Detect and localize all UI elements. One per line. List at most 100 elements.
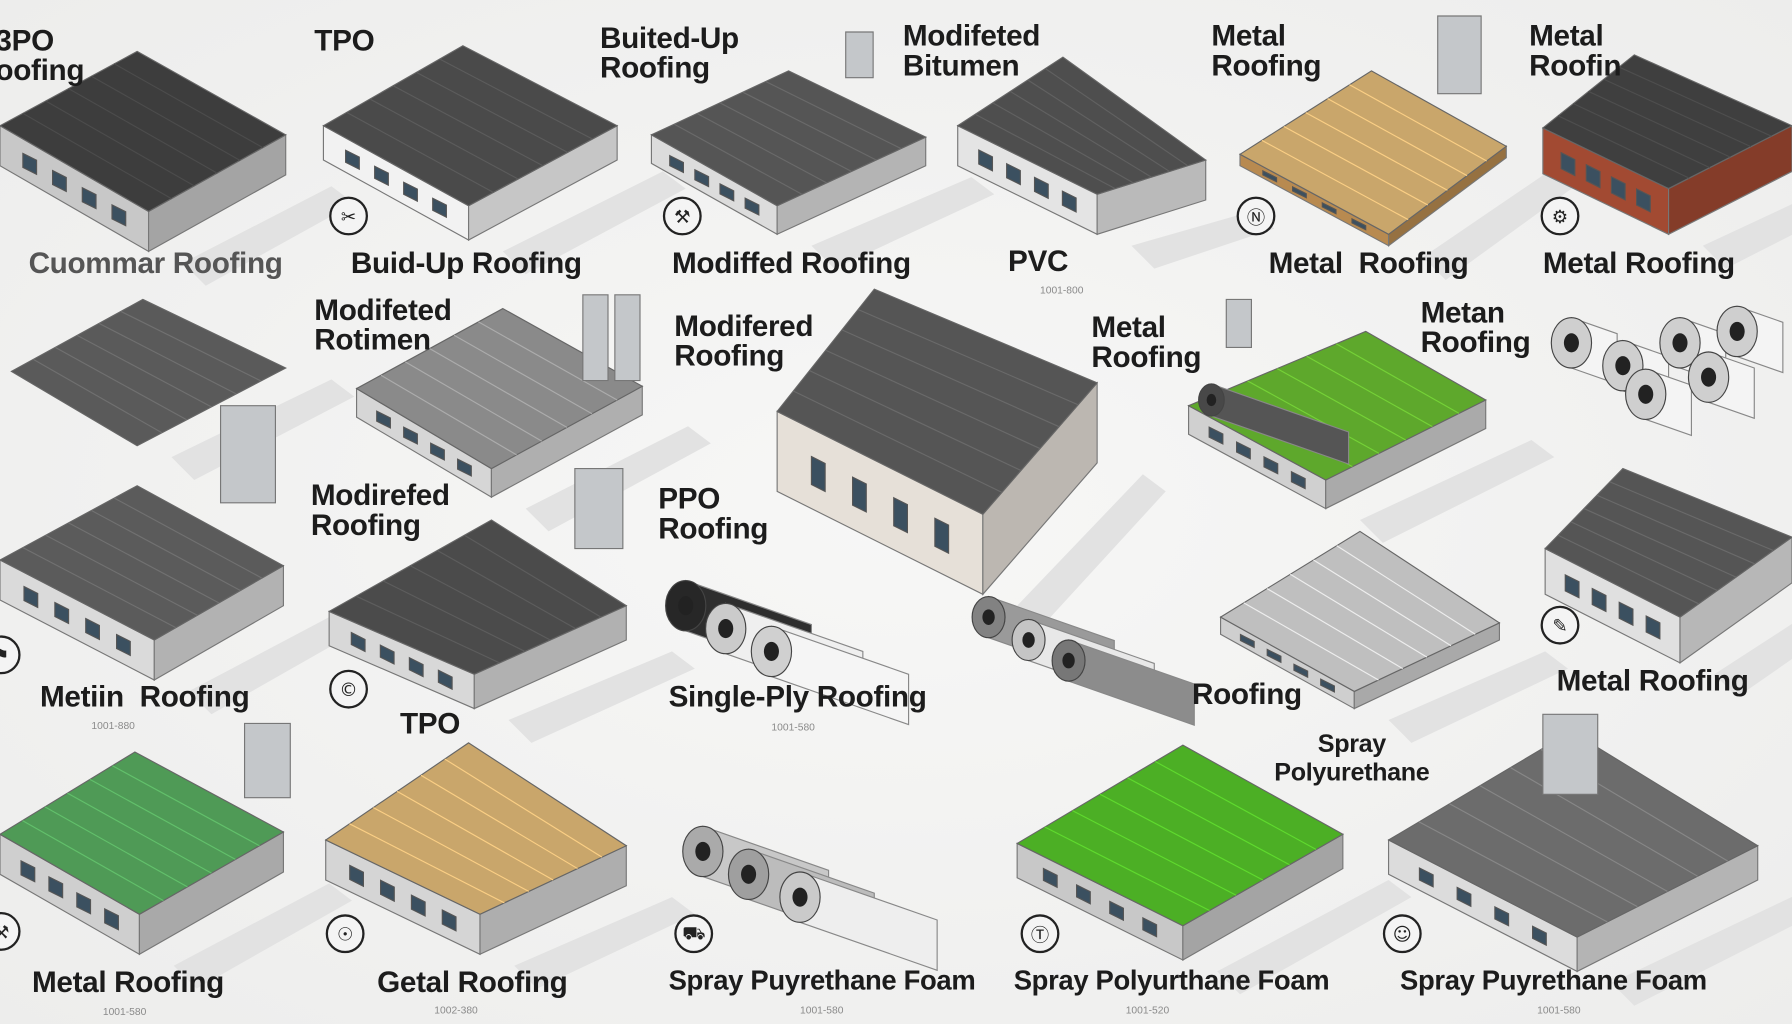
roof-seam xyxy=(1510,767,1698,877)
roof-seam xyxy=(765,81,902,150)
window xyxy=(1456,886,1472,908)
window xyxy=(457,458,472,477)
label: Modifeted Bitumen xyxy=(902,18,1041,83)
roof-seam xyxy=(1449,803,1638,908)
roof-seam xyxy=(355,595,500,664)
window xyxy=(744,197,760,216)
roof-seam xyxy=(1027,79,1170,172)
sublabel: 1002-380 xyxy=(434,1004,478,1016)
label: Single-Ply Roofing xyxy=(668,678,927,714)
roof-seam xyxy=(45,100,195,187)
window xyxy=(408,656,424,678)
roll-core xyxy=(1206,393,1217,407)
window xyxy=(1351,217,1367,231)
roll-core xyxy=(1563,333,1579,353)
label: 3PO oofing xyxy=(0,22,85,87)
sublabel: 1001-580 xyxy=(771,721,815,733)
sublabel: 1001-800 xyxy=(1039,284,1084,296)
roof-seam xyxy=(1583,508,1737,578)
roof-seam xyxy=(98,322,237,395)
roof-seam xyxy=(1045,68,1188,167)
label: Buited-Up Roofing xyxy=(599,20,739,85)
shadow xyxy=(1611,896,1792,1006)
roof-seam xyxy=(1283,125,1429,206)
tool-icon: ☉ xyxy=(325,914,365,954)
membrane-roll xyxy=(799,871,938,972)
sublabel: 1001-580 xyxy=(799,1004,844,1016)
roof-seam xyxy=(68,88,218,174)
roof-seam xyxy=(1418,821,1608,923)
label: Modirefed Roofing xyxy=(310,477,450,542)
roll-core xyxy=(1615,356,1631,376)
shadow xyxy=(508,651,695,743)
label: Metal Roofing xyxy=(1556,662,1749,698)
roof-seam xyxy=(974,113,1116,190)
roof-seam xyxy=(1603,78,1752,148)
label: Cuommar Roofing xyxy=(28,245,283,280)
roll-core xyxy=(678,596,694,616)
roof-seam xyxy=(112,765,260,847)
shadow xyxy=(1714,623,1792,698)
roof-seam xyxy=(1276,368,1406,441)
roof-seam xyxy=(369,98,519,180)
label: PPO Roofing xyxy=(658,481,769,546)
window xyxy=(1591,587,1607,613)
roof-seam xyxy=(22,820,164,902)
window xyxy=(1610,175,1626,201)
roof-seam xyxy=(1099,793,1264,881)
roof-seam xyxy=(857,308,1079,406)
sublabel: 1001-880 xyxy=(91,719,135,732)
vent-cylinder xyxy=(845,31,874,79)
window xyxy=(1320,678,1335,693)
roof-seam xyxy=(405,361,543,442)
roof-seam xyxy=(1261,139,1409,221)
window xyxy=(934,517,950,555)
shadow xyxy=(173,883,352,989)
shadow xyxy=(1388,651,1568,743)
window xyxy=(1142,916,1158,938)
window xyxy=(51,169,67,193)
tool-icon: Ⓣ xyxy=(1020,914,1060,954)
label: Spray Polyurethane xyxy=(1274,729,1430,787)
shadow xyxy=(514,897,695,989)
roof-seam xyxy=(992,102,1134,184)
window xyxy=(410,894,426,917)
roll-core xyxy=(1701,367,1717,387)
roof-seam xyxy=(1306,355,1433,428)
label: Spray Puyrethane Foam xyxy=(1399,965,1707,997)
window xyxy=(379,644,395,665)
roof-seam xyxy=(1327,98,1468,177)
tool-icon: ⚒ xyxy=(662,196,702,236)
roof-seam xyxy=(1009,90,1152,178)
roof-seam xyxy=(1618,66,1772,137)
vent-cylinder xyxy=(574,467,624,550)
window xyxy=(23,585,39,609)
shadow xyxy=(1422,169,1575,280)
roof-seam xyxy=(1247,380,1380,454)
label: Metal Roofing xyxy=(1211,18,1322,83)
roof-seam xyxy=(373,807,530,892)
roll-core xyxy=(982,609,995,625)
roof-seam xyxy=(114,63,264,149)
roof xyxy=(327,519,628,675)
vent-cylinder xyxy=(614,294,641,382)
roof-seam xyxy=(1305,112,1448,191)
vent-cylinder xyxy=(219,405,276,504)
label: Buid-Up Roofing xyxy=(350,245,582,280)
roof-seam xyxy=(1349,84,1487,162)
roof xyxy=(324,742,628,915)
roof-seam xyxy=(410,565,551,641)
roof xyxy=(1238,70,1508,235)
window xyxy=(1560,151,1576,177)
vent-cylinder xyxy=(1225,298,1252,348)
roof-seam xyxy=(416,71,568,153)
roof-seam xyxy=(674,123,803,195)
roof-seam xyxy=(1573,103,1710,169)
window xyxy=(1618,601,1634,627)
window xyxy=(1239,633,1255,649)
window xyxy=(669,154,684,174)
window xyxy=(430,442,445,461)
shadow xyxy=(1359,439,1555,543)
window xyxy=(1075,883,1091,905)
window xyxy=(1208,426,1224,445)
